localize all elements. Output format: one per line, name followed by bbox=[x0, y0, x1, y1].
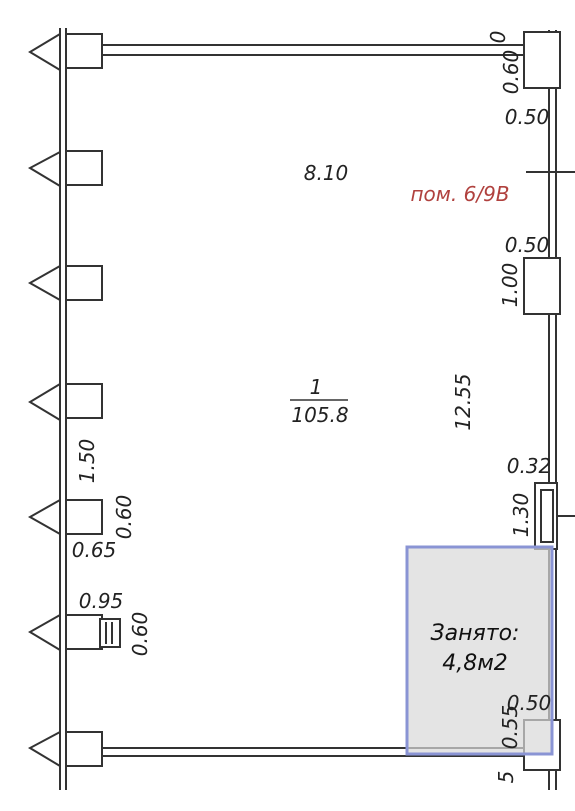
dim-right-050-c: 0.50 bbox=[507, 691, 552, 715]
column-2 bbox=[27, 150, 103, 187]
column-6 bbox=[28, 614, 103, 651]
occupied-label: Занято: bbox=[431, 621, 520, 646]
dim-top-right-060: 0.60 bbox=[499, 50, 523, 95]
dim-right-032: 0.32 bbox=[507, 454, 552, 478]
dim-right-100: 1.00 bbox=[498, 263, 522, 308]
dim-right-050-b: 0.50 bbox=[505, 233, 550, 257]
dim-right-055: 0.55 bbox=[498, 705, 522, 750]
left-columns bbox=[27, 33, 103, 767]
dim-left-060-b: 0.60 bbox=[128, 612, 152, 657]
dim-left-150: 1.50 bbox=[75, 439, 99, 484]
dim-right-130: 1.30 bbox=[509, 493, 533, 538]
dim-bottom-right-partial: 5 bbox=[494, 771, 518, 784]
column-4 bbox=[28, 383, 103, 421]
dim-left-095: 0.95 bbox=[79, 589, 124, 613]
right-column-mid bbox=[523, 257, 561, 315]
dim-top-width: 8.10 bbox=[304, 161, 349, 185]
column-3 bbox=[27, 265, 103, 301]
left-window bbox=[99, 618, 121, 648]
right-column-top bbox=[523, 31, 561, 89]
occupied-area bbox=[405, 545, 554, 756]
room-area: 105.8 bbox=[291, 403, 348, 427]
dim-right-050-a: 0.50 bbox=[505, 105, 550, 129]
column-7 bbox=[27, 731, 103, 767]
right-door bbox=[534, 482, 575, 550]
column-1 bbox=[28, 33, 103, 71]
premise-label: пом. 6/9В bbox=[410, 182, 509, 206]
dim-top-right-partial: 0 bbox=[486, 31, 510, 44]
dim-right-length: 12.55 bbox=[451, 373, 475, 430]
dim-left-060-a: 0.60 bbox=[112, 495, 136, 540]
room-number: 1 bbox=[310, 375, 323, 399]
column-5 bbox=[27, 499, 103, 535]
occupied-area-value: 4,8м2 bbox=[442, 651, 508, 676]
dim-left-065: 0.65 bbox=[72, 538, 117, 562]
